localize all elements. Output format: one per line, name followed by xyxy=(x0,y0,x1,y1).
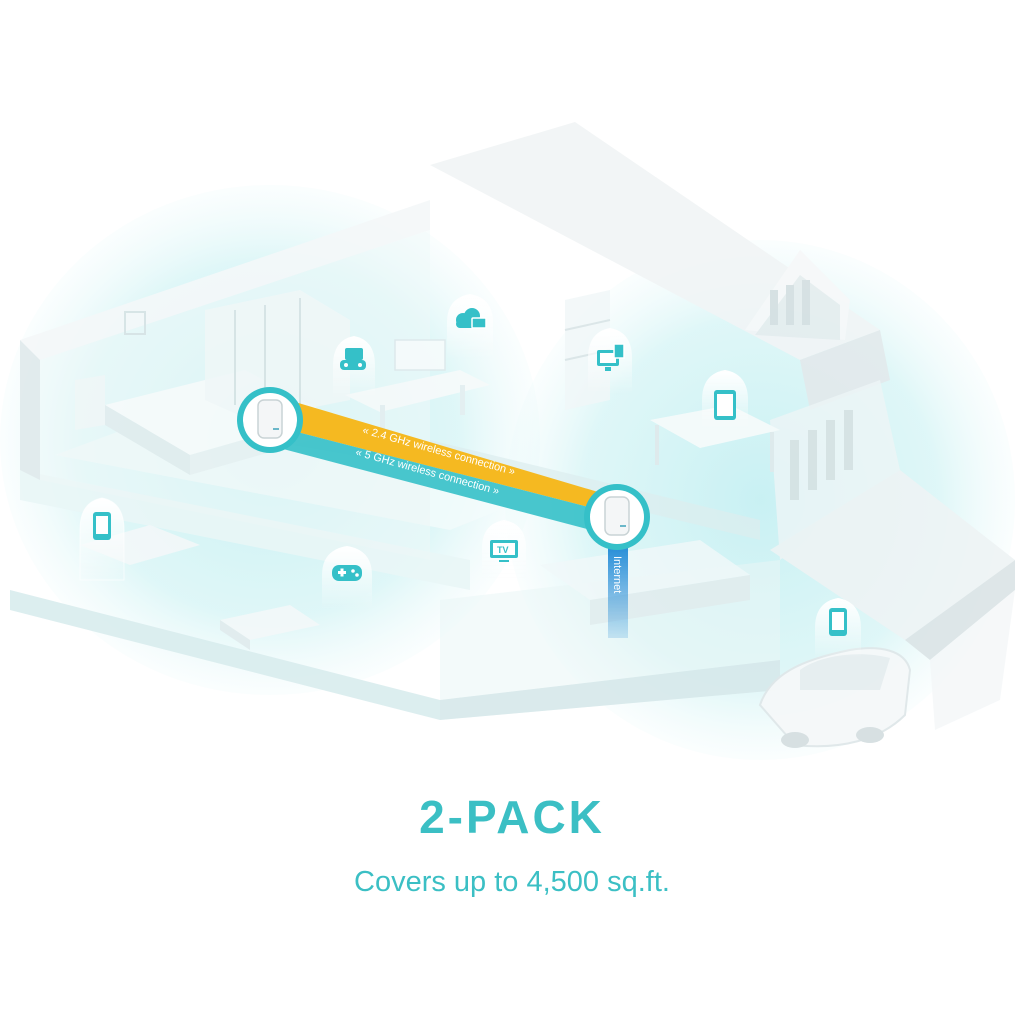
device-bubble-gamepad-lower xyxy=(322,546,372,610)
device-bubble-desktop xyxy=(588,328,632,395)
phone-icon xyxy=(93,512,111,540)
tv-icon: TV xyxy=(490,540,518,562)
desktop-icon xyxy=(597,343,625,371)
router-node-primary xyxy=(237,387,303,453)
internet-connection: Internet xyxy=(608,548,628,638)
device-bubble-phone-left xyxy=(79,497,125,581)
device-bubble-cloud xyxy=(447,294,493,360)
pack-title: 2-PACK xyxy=(419,791,605,843)
game-console-icon xyxy=(332,565,362,581)
tv-icon-label: TV xyxy=(497,545,509,555)
band-5ghz xyxy=(268,425,625,535)
coverage-subtitle: Covers up to 4,500 sq.ft. xyxy=(354,866,670,898)
device-bubble-tablet xyxy=(702,370,748,430)
cloud-icon xyxy=(456,308,487,329)
band-24ghz xyxy=(268,400,625,510)
car-phone-icon xyxy=(829,608,847,636)
gamepad-icon xyxy=(340,348,366,370)
device-bubble-gamepad-upper xyxy=(333,336,375,400)
tablet-icon xyxy=(714,390,736,420)
router-node-secondary xyxy=(584,484,650,550)
car xyxy=(758,647,912,748)
internet-label: Internet xyxy=(611,556,623,593)
device-bubble-car-phone xyxy=(815,598,861,660)
house-illustration: « 2.4 GHz wireless connection » « 5 GHz … xyxy=(0,122,1015,760)
device-bubble-tv: TV xyxy=(482,520,526,580)
